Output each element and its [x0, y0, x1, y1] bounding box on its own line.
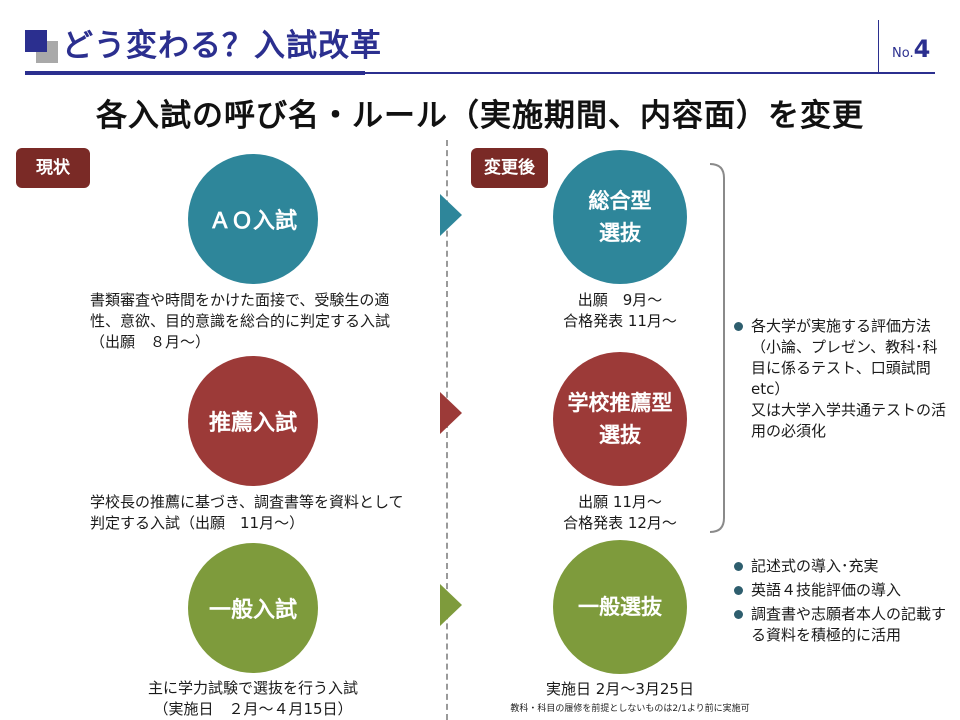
- slide-subtitle: 各入試の呼び名・ルール（実施期間、内容面）を変更: [96, 98, 864, 134]
- page-number-prefix: No.: [892, 46, 914, 61]
- date-line: 出願 11月～: [578, 493, 662, 511]
- header-rule-accent: [25, 71, 365, 75]
- page-number-box: [878, 20, 935, 72]
- date-line: 合格発表 12月～: [563, 514, 677, 532]
- arrow-right-icon: [440, 584, 462, 626]
- circle-general-selection: 一般選抜: [553, 540, 687, 674]
- bullet-item: 英語４技能評価の導入: [732, 580, 950, 601]
- dates-comprehensive: 出願 9月～ 合格発表 11月～: [540, 290, 700, 332]
- circle-ao-exam: ＡＯ入試: [188, 154, 318, 284]
- desc-recommendation-exam: 学校長の推薦に基づき、調査書等を資料として判定する入試（出願 11月～）: [90, 493, 404, 532]
- bullet-text: 各大学が実施する評価方法（小論、プレゼン、教科･科目に係るテスト、口頭試問etc…: [751, 317, 947, 440]
- header-rule: [25, 72, 935, 74]
- desc-line: （実施日 ２月～４月15日）: [153, 700, 353, 718]
- page-number-value: 4: [913, 35, 931, 63]
- bullet-text: 調査書や志願者本人の記載する資料を積極的に活用: [751, 605, 947, 644]
- desc-line: 主に学力試験で選抜を行う入試: [147, 679, 358, 697]
- bullet-dot-icon: [734, 562, 743, 571]
- circle-recommendation-exam: 推薦入試: [188, 356, 318, 486]
- bullet-dot-icon: [734, 586, 743, 595]
- bullets-evaluation: 各大学が実施する評価方法（小論、プレゼン、教科･科目に係るテスト、口頭試問etc…: [732, 297, 950, 464]
- note-general-selection: 教科・科目の履修を前提としないものは2/1より前に実施可: [510, 704, 750, 714]
- circle-school-recommendation-selection: 学校推薦型 選抜: [553, 352, 687, 486]
- bullet-item: 記述式の導入･充実: [732, 556, 950, 577]
- desc-general-exam: 主に学力試験で選抜を行う入試 （実施日 ２月～４月15日）: [118, 678, 388, 720]
- arrow-right-icon: [440, 392, 462, 434]
- bullet-item: 各大学が実施する評価方法（小論、プレゼン、教科･科目に係るテスト、口頭試問etc…: [732, 316, 950, 442]
- date-line: 出願 9月～: [577, 291, 663, 309]
- header-square-navy: [25, 30, 47, 52]
- label-after: 変更後: [471, 148, 548, 188]
- dates-school-recommendation: 出願 11月～ 合格発表 12月～: [540, 492, 700, 534]
- right-bracket-icon: [709, 163, 725, 533]
- label-current: 現状: [16, 148, 90, 188]
- bullet-text: 英語４技能評価の導入: [751, 581, 902, 599]
- circle-general-exam: 一般入試: [188, 543, 318, 673]
- dates-general-selection: 実施日 2月～3月25日: [546, 680, 694, 698]
- desc-ao-exam: 書類審査や時間をかけた面接で、受験生の適性、意欲、目的意識を総合的に判定する入試…: [90, 291, 391, 351]
- arrow-right-icon: [440, 194, 462, 236]
- bullet-item: 調査書や志願者本人の記載する資料を積極的に活用: [732, 604, 950, 646]
- page-number: No.4: [892, 35, 930, 63]
- bullet-dot-icon: [734, 610, 743, 619]
- circle-comprehensive-selection: 総合型 選抜: [553, 150, 687, 284]
- page-title: どう変わる？入試改革: [62, 28, 382, 64]
- date-line: 合格発表 11月～: [563, 312, 677, 330]
- bullet-text: 記述式の導入･充実: [751, 557, 879, 575]
- bullets-general: 記述式の導入･充実 英語４技能評価の導入 調査書や志願者本人の記載する資料を積極…: [732, 556, 950, 649]
- bullet-dot-icon: [734, 322, 743, 331]
